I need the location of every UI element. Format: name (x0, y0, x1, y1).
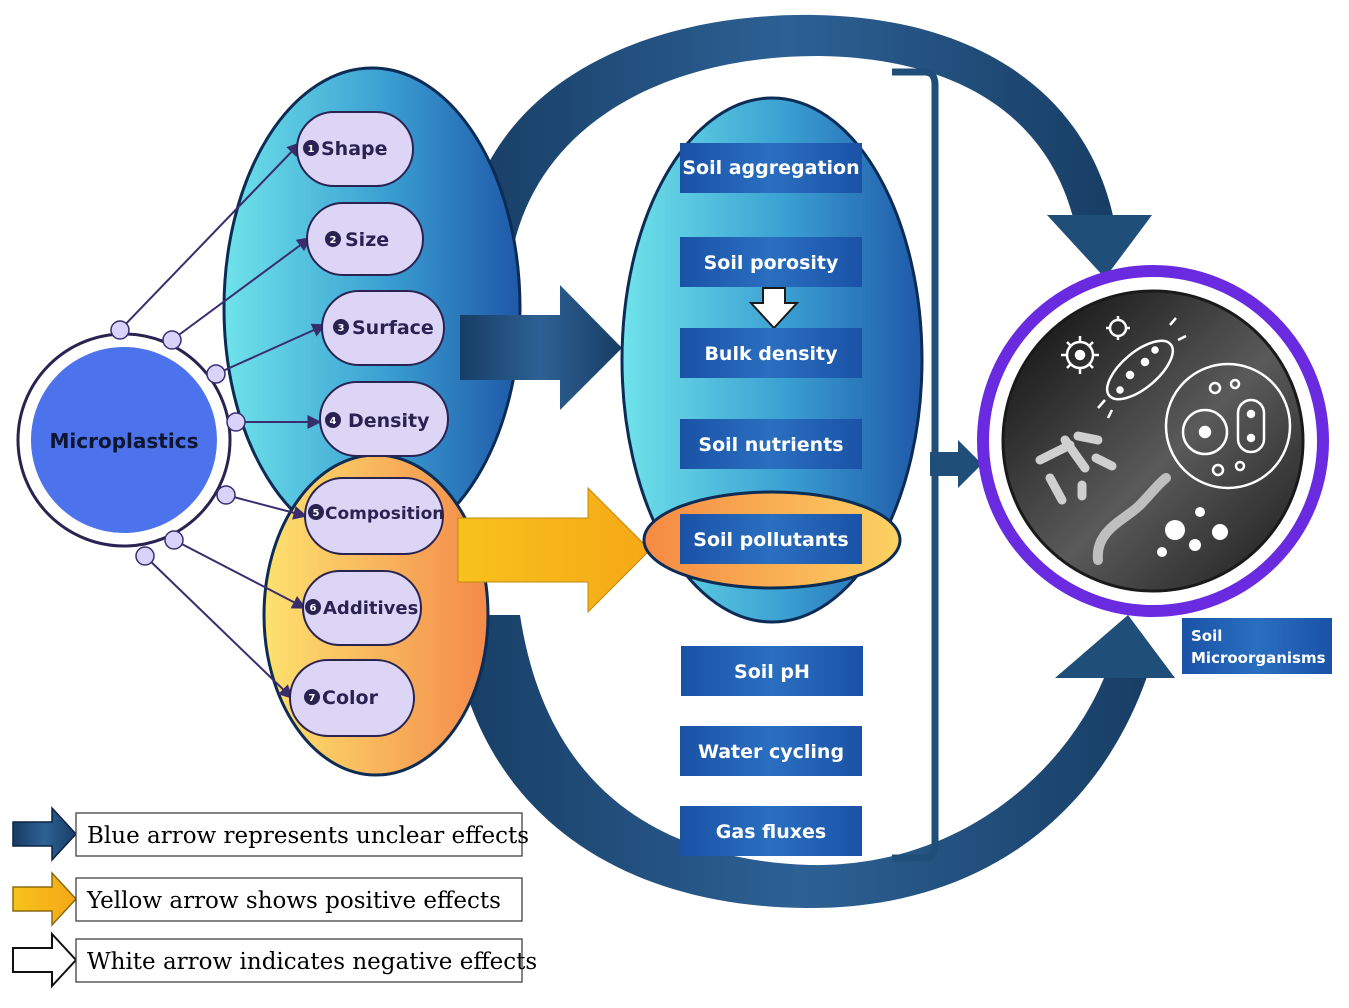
top-curved-arrow (461, 14, 1152, 285)
worm-icon (1092, 473, 1171, 565)
microplastics-node: Microplastics (16, 332, 232, 548)
property-pills: 1 Shape 2 Size 3 Surface 4 Density 5 Com… (289, 111, 449, 737)
paramecium-icon (1097, 317, 1187, 419)
microorganisms-label-line2: Microorganisms (1191, 649, 1326, 667)
svg-text:Soil pH: Soil pH (734, 661, 810, 683)
property-number: 1 (308, 144, 315, 155)
property-number: 7 (309, 693, 316, 704)
soil-box-bulk-density: Bulk density (680, 328, 862, 378)
legend-white: White arrow indicates negative effects (12, 931, 537, 989)
svg-text:Soil nutrients: Soil nutrients (698, 434, 843, 456)
property-connectors (119, 141, 327, 699)
rod-bacteria-icon (1035, 431, 1117, 505)
property-color: 7 Color (289, 659, 415, 737)
microplastics-label: Microplastics (50, 429, 199, 453)
soil-box-gas-fluxes: Gas fluxes (680, 806, 862, 856)
property-number: 3 (338, 323, 345, 334)
property-label: Composition (325, 504, 444, 524)
legend-blue-text: Blue arrow represents unclear effects (87, 823, 529, 849)
svg-text:Soil pollutants: Soil pollutants (693, 529, 848, 551)
spores-icon (1157, 507, 1228, 557)
svg-text:Gas fluxes: Gas fluxes (716, 821, 826, 843)
property-surface: 3 Surface (321, 290, 445, 366)
soil-box-pollutants: Soil pollutants (680, 514, 862, 564)
svg-text:Bulk density: Bulk density (704, 343, 838, 365)
yellow-arrow-to-soil (457, 486, 651, 614)
white-arrow-negative (748, 287, 800, 330)
svg-text:Soil porosity: Soil porosity (704, 252, 839, 274)
microorganisms-label-box: Soil Microorganisms (1182, 618, 1332, 674)
bacteria-cluster-icon (1164, 362, 1292, 490)
svg-text:Soil aggregation: Soil aggregation (682, 157, 859, 179)
connector-dots (110, 320, 246, 566)
property-number: 6 (310, 603, 317, 614)
property-label: Color (322, 687, 379, 709)
property-composition: 5 Composition (304, 477, 444, 555)
property-additives: 6 Additives (302, 570, 422, 646)
property-number: 5 (313, 508, 320, 519)
soil-property-boxes: Soil aggregation Soil porosity Bulk dens… (680, 143, 863, 856)
property-shape: 1 Shape (296, 111, 414, 187)
property-label: Density (348, 410, 430, 432)
property-label: Size (345, 229, 389, 251)
property-number: 2 (330, 235, 337, 246)
legend-white-text: White arrow indicates negative effects (87, 949, 537, 975)
legend: Blue arrow represents unclear effects Ye… (12, 806, 537, 989)
legend-blue: Blue arrow represents unclear effects (12, 806, 529, 862)
property-label: Shape (321, 138, 388, 160)
soil-box-aggregation: Soil aggregation (680, 143, 862, 193)
bottom-curved-arrow (450, 615, 1175, 909)
soil-box-water-cycling: Water cycling (680, 726, 862, 776)
microorganisms-label-line1: Soil (1191, 627, 1222, 645)
property-size: 2 Size (306, 202, 424, 276)
property-label: Additives (323, 598, 418, 619)
blue-arrow-to-soil (460, 285, 622, 410)
property-density: 4 Density (319, 381, 449, 457)
microbes-illustration (1035, 316, 1292, 565)
svg-text:Water cycling: Water cycling (698, 741, 844, 763)
tiny-virus-icon (1106, 316, 1130, 340)
microorganisms-node (977, 265, 1329, 617)
soil-box-ph: Soil pH (681, 646, 863, 696)
soil-box-porosity: Soil porosity (680, 237, 862, 287)
property-number: 4 (330, 416, 337, 427)
legend-yellow: Yellow arrow shows positive effects (12, 871, 523, 927)
bracket-arrow (930, 440, 982, 488)
legend-yellow-text: Yellow arrow shows positive effects (86, 888, 501, 914)
soil-box-nutrients: Soil nutrients (680, 419, 862, 469)
virus-icon (1061, 336, 1099, 374)
property-label: Surface (352, 317, 434, 339)
